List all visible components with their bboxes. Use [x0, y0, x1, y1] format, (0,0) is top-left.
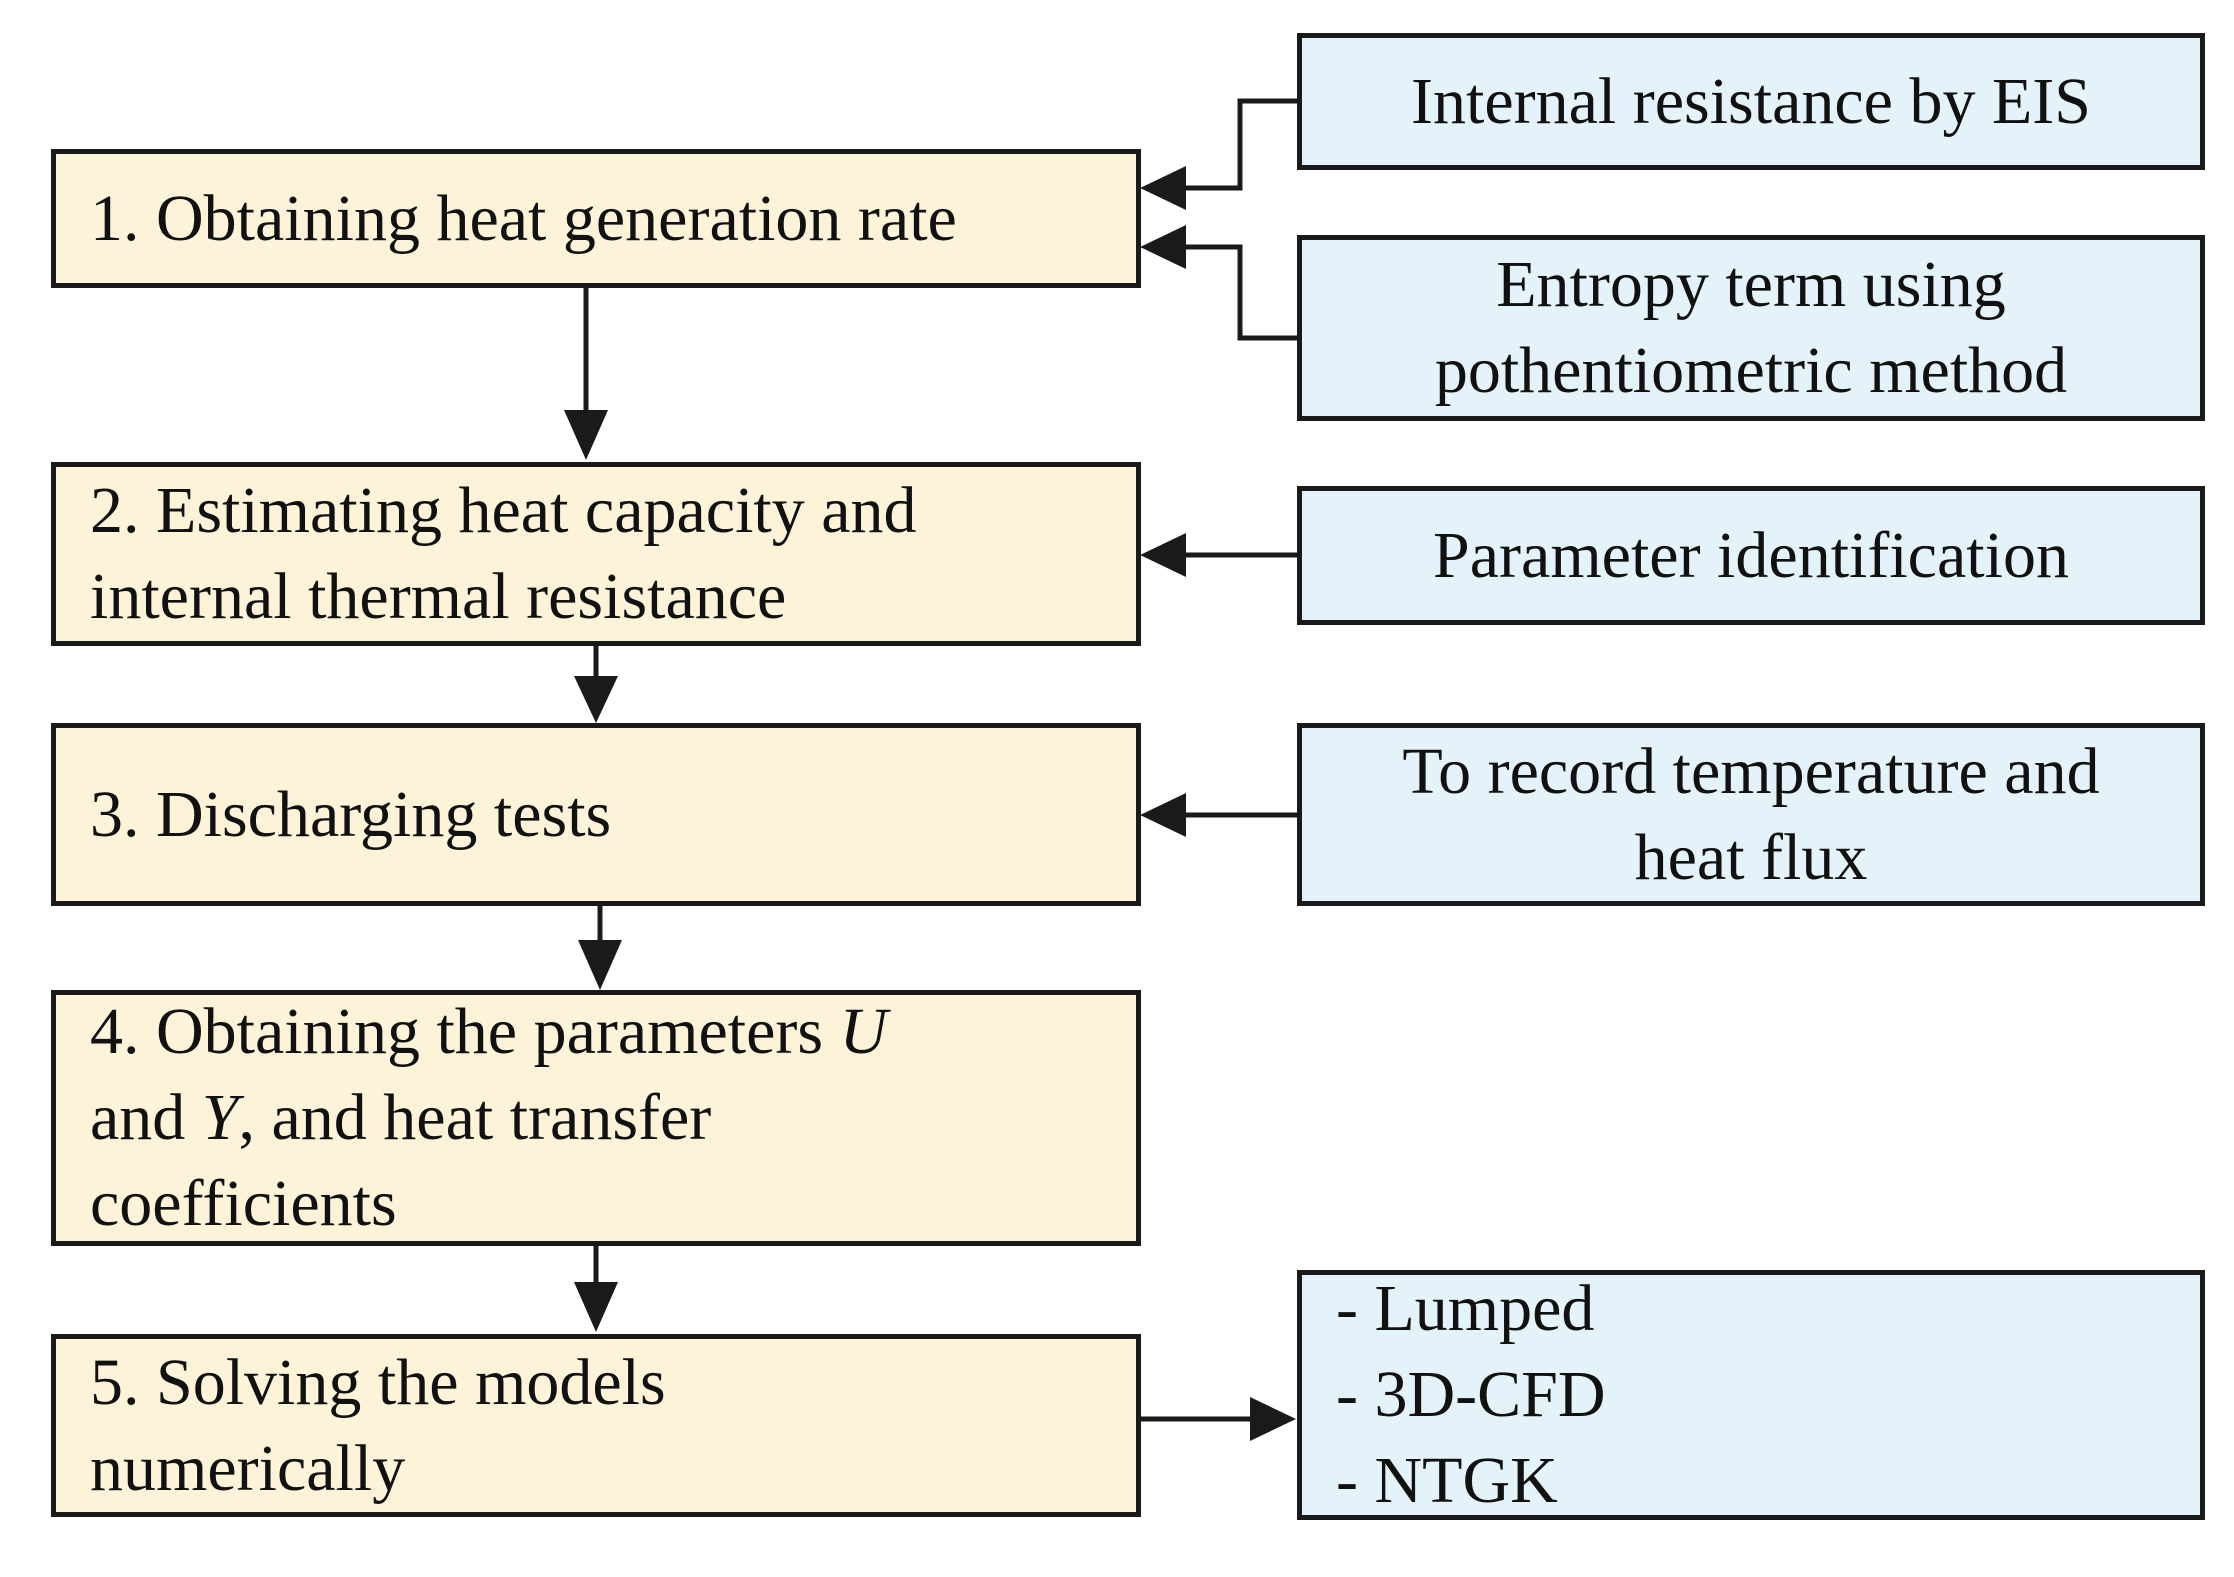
input-parameter-box: Parameter identification [1297, 486, 2205, 625]
output-model-3d-cfd: - 3D-CFD [1336, 1358, 1606, 1431]
arrowhead-parameter-to-step2 [1140, 533, 1186, 577]
step-4-box: 4. Obtaining the parameters U and Y, and… [51, 990, 1141, 1246]
output-model-ntgk: - NTGK [1336, 1444, 1558, 1517]
input-record-label-line-1: To record temperature and [1402, 734, 2100, 808]
input-parameter-label: Parameter identification [1433, 518, 2069, 592]
step-3-label: 3. Discharging tests [90, 777, 612, 851]
step-4-label-line-1: 4. Obtaining the parameters U [90, 995, 888, 1068]
arrowhead-eis-to-step1 [1140, 166, 1186, 210]
step-2-label-line-1: 2. Estimating heat capacity and [90, 474, 917, 547]
input-entropy-label-line-1: Entropy term using [1496, 248, 2006, 321]
connector-entropy-to-step1 [1186, 244, 1297, 341]
step-5-label-line-2: numerically [90, 1431, 406, 1505]
step-4-label-line-3: coefficients [90, 1167, 397, 1240]
arrowhead-step3-to-step4 [578, 940, 622, 990]
arrowhead-step2-to-step3 [574, 676, 618, 723]
step-1-box: 1. Obtaining heat generation rate [51, 149, 1141, 288]
input-record-label-line-2: heat flux [1634, 820, 1868, 894]
arrowhead-record-to-step3 [1140, 793, 1186, 837]
input-record-box: To record temperature and heat flux [1297, 723, 2205, 906]
step-2-box: 2. Estimating heat capacity and internal… [51, 462, 1141, 646]
input-eis-box: Internal resistance by EIS [1297, 33, 2205, 170]
step-2-label-line-2: internal thermal resistance [90, 560, 787, 633]
output-models-box: - Lumped - 3D-CFD - NTGK [1297, 1270, 2205, 1520]
step-4-label-line-2: and Y, and heat transfer [90, 1081, 712, 1154]
arrowhead-step5-to-models [1250, 1397, 1296, 1441]
step-5-box: 5. Solving the models numerically [51, 1334, 1141, 1517]
input-entropy-label-line-2: pothentiometric method [1434, 334, 2068, 407]
step-1-label: 1. Obtaining heat generation rate [90, 181, 957, 255]
input-eis-label: Internal resistance by EIS [1411, 64, 2091, 138]
connector-eis-to-step1 [1186, 98, 1297, 191]
step-5-label-line-1: 5. Solving the models [90, 1345, 666, 1419]
step-3-box: 3. Discharging tests [51, 723, 1141, 906]
output-model-lumped: - Lumped [1336, 1272, 1595, 1345]
input-entropy-box: Entropy term using pothentiometric metho… [1297, 235, 2205, 421]
arrowhead-step4-to-step5 [574, 1282, 618, 1332]
arrowhead-entropy-to-step1 [1140, 225, 1186, 269]
arrowhead-step1-to-step2 [564, 410, 608, 460]
